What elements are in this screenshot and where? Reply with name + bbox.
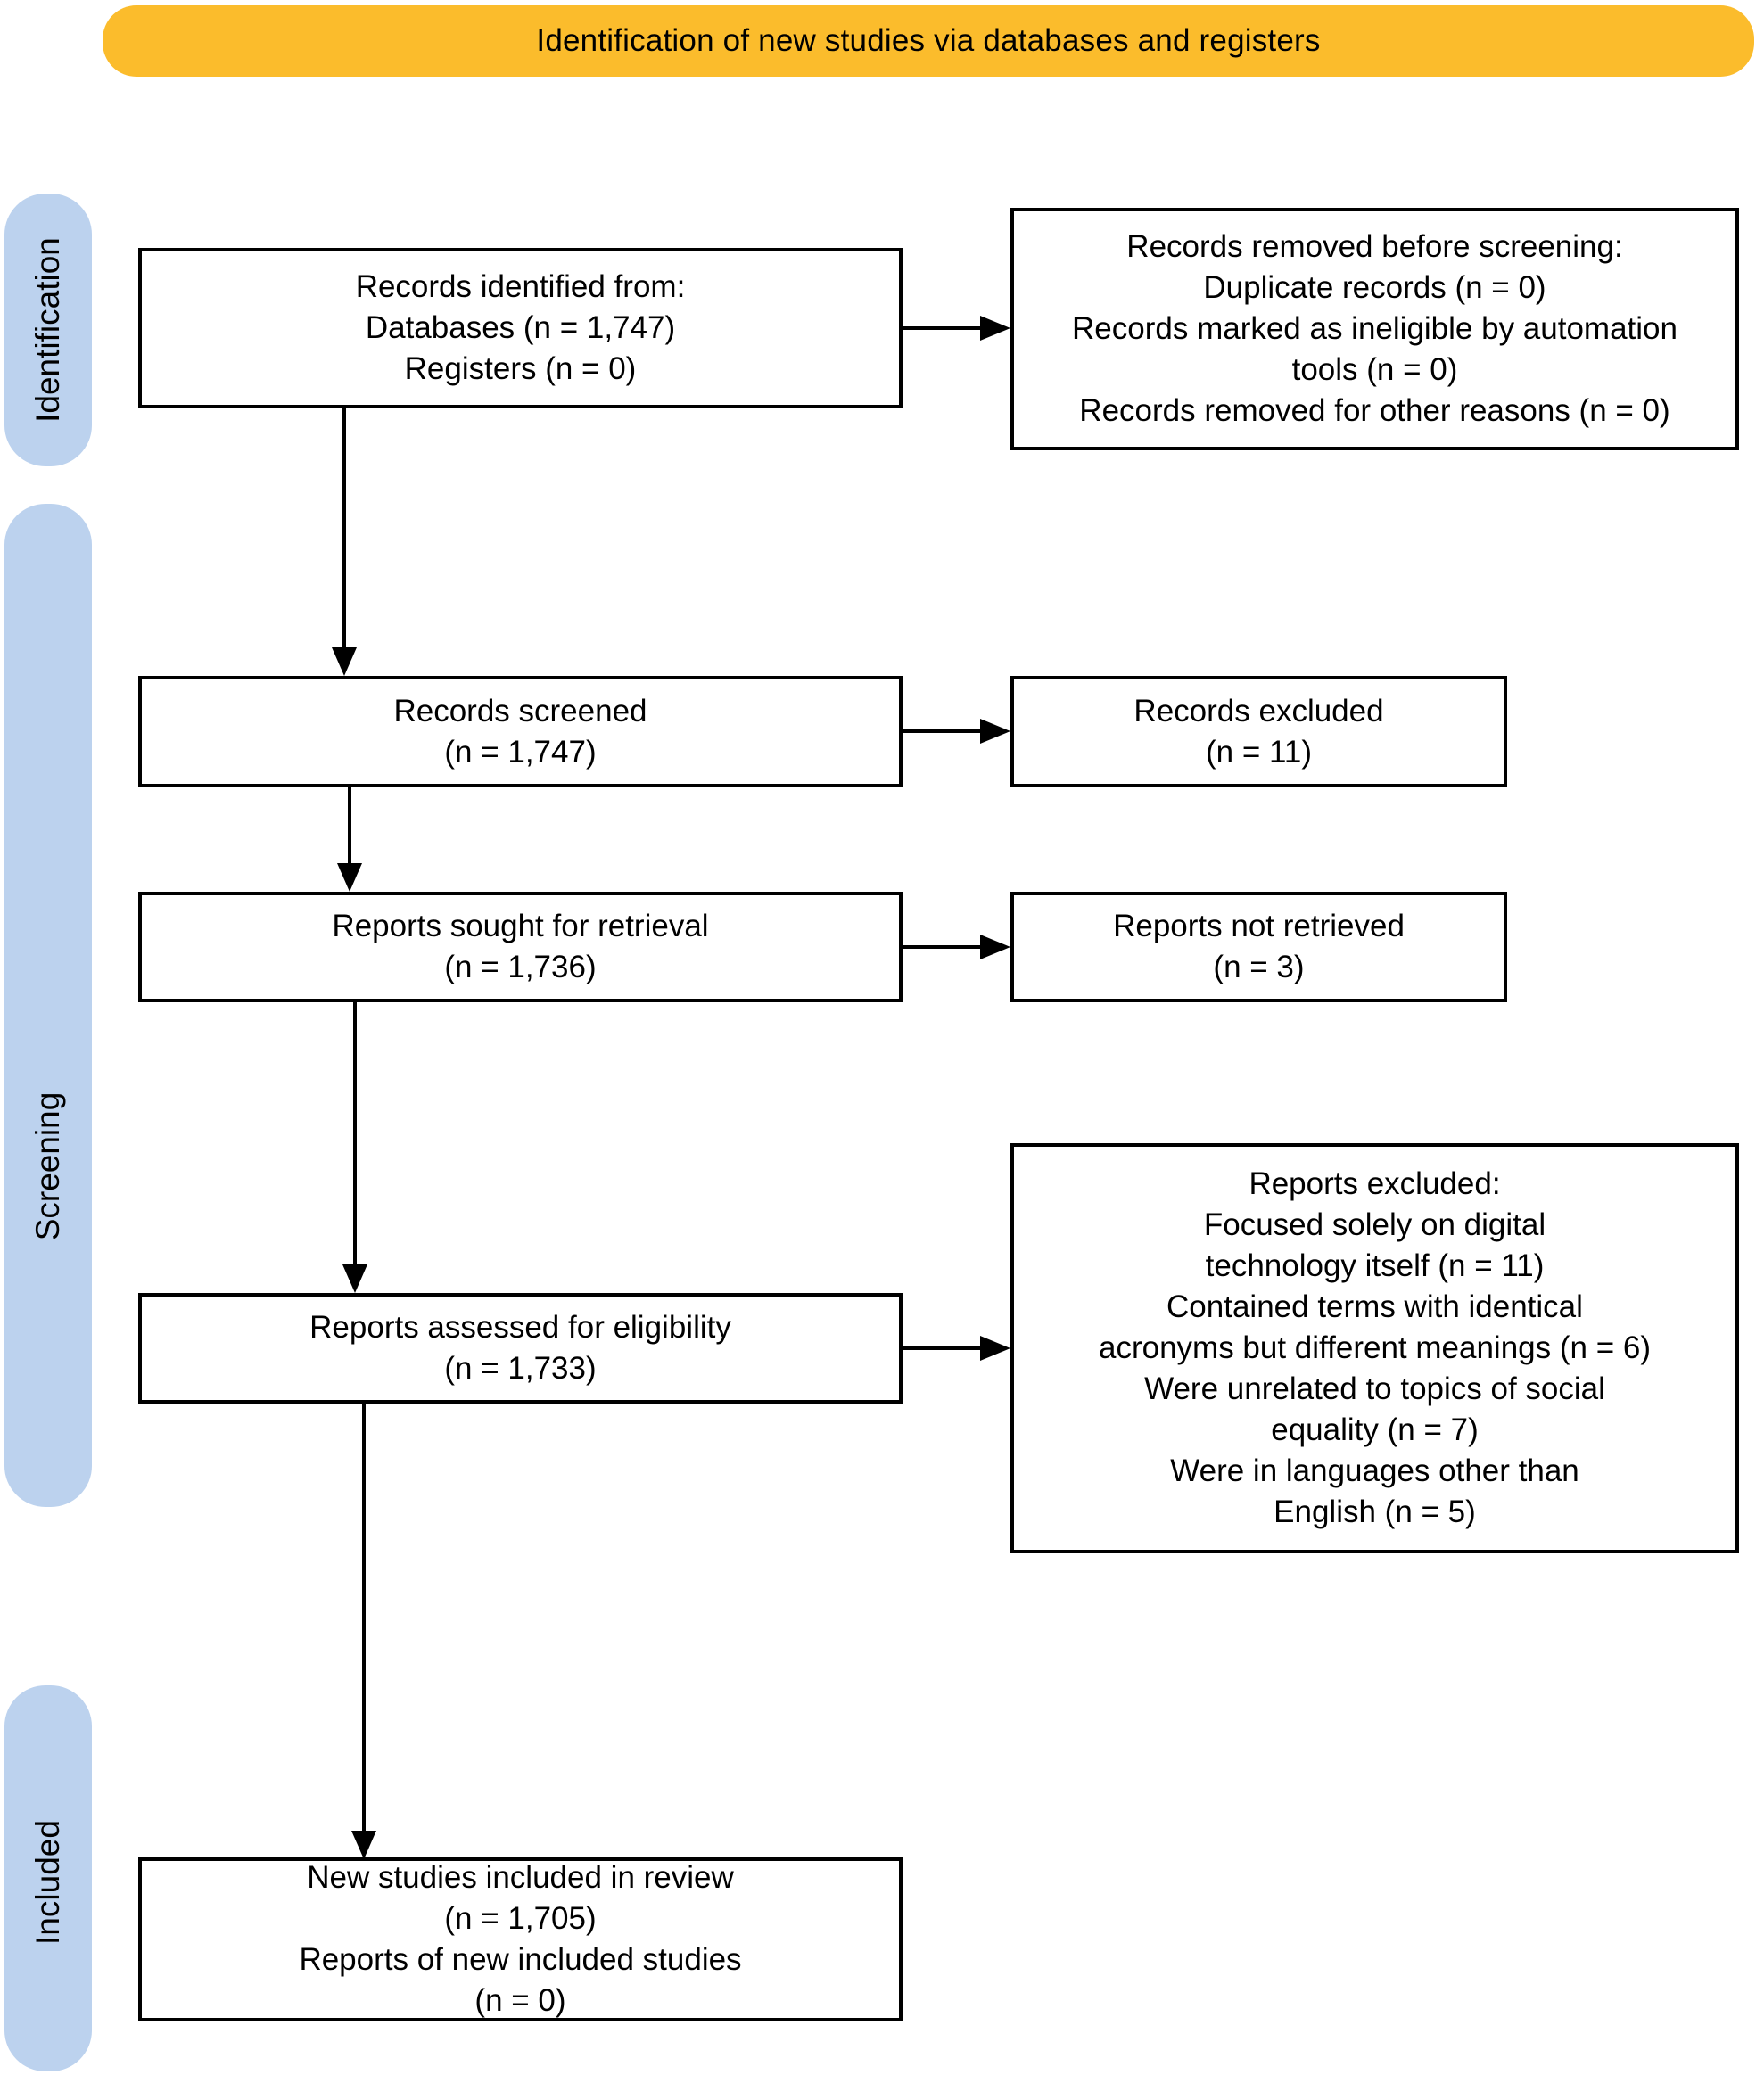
arrow-line <box>348 787 351 863</box>
arrow-head-down-icon <box>351 1831 376 1859</box>
arrow-line <box>903 945 980 949</box>
box-records-removed: Records removed before screening: Duplic… <box>1010 208 1739 450</box>
arrow-head-right-icon <box>980 1336 1010 1361</box>
arrow-line <box>362 1404 366 1831</box>
box-reports-assessed: Reports assessed for eligibility (n = 1,… <box>138 1293 903 1404</box>
arrow-head-right-icon <box>980 316 1010 341</box>
box-records-screened-text: Records screened (n = 1,747) <box>393 693 647 770</box>
box-new-studies-included: New studies included in review (n = 1,70… <box>138 1857 903 2021</box>
arrow-head-down-icon <box>337 863 362 892</box>
phase-label-screening: Screening <box>29 1091 66 1240</box>
box-reports-excluded: Reports excluded: Focused solely on digi… <box>1010 1143 1739 1553</box>
arrow-head-down-icon <box>332 647 357 676</box>
phase-label-identification: Identification <box>29 237 66 423</box>
phase-label-included: Included <box>29 1819 66 1945</box>
arrow-line <box>903 326 980 330</box>
arrow-line <box>903 729 980 733</box>
banner: Identification of new studies via databa… <box>103 5 1754 77</box>
box-records-screened: Records screened (n = 1,747) <box>138 676 903 787</box>
arrow-line <box>903 1346 980 1350</box>
banner-title: Identification of new studies via databa… <box>536 23 1321 58</box>
box-new-studies-included-text: New studies included in review (n = 1,70… <box>299 1860 742 2018</box>
box-records-excluded: Records excluded (n = 11) <box>1010 676 1507 787</box>
arrow-line <box>342 408 346 647</box>
box-records-identified-text: Records identified from: Databases (n = … <box>355 269 686 386</box>
arrow-head-down-icon <box>342 1264 367 1293</box>
phase-band-screening: Screening <box>4 504 92 1507</box>
box-reports-not-retrieved-text: Reports not retrieved (n = 3) <box>1113 909 1405 984</box>
arrow-line <box>353 1002 357 1264</box>
phase-band-included: Included <box>4 1685 92 2071</box>
box-reports-not-retrieved: Reports not retrieved (n = 3) <box>1010 892 1507 1002</box>
box-records-identified: Records identified from: Databases (n = … <box>138 248 903 408</box>
box-reports-sought: Reports sought for retrieval (n = 1,736) <box>138 892 903 1002</box>
phase-band-identification: Identification <box>4 194 92 466</box>
box-records-removed-text: Records removed before screening: Duplic… <box>1072 229 1677 428</box>
box-reports-excluded-text: Reports excluded: Focused solely on digi… <box>1099 1166 1651 1529</box>
arrow-head-right-icon <box>980 719 1010 744</box>
arrow-head-right-icon <box>980 935 1010 959</box>
box-reports-sought-text: Reports sought for retrieval (n = 1,736) <box>332 909 709 984</box>
box-reports-assessed-text: Reports assessed for eligibility (n = 1,… <box>309 1310 731 1386</box>
box-records-excluded-text: Records excluded (n = 11) <box>1133 693 1384 770</box>
